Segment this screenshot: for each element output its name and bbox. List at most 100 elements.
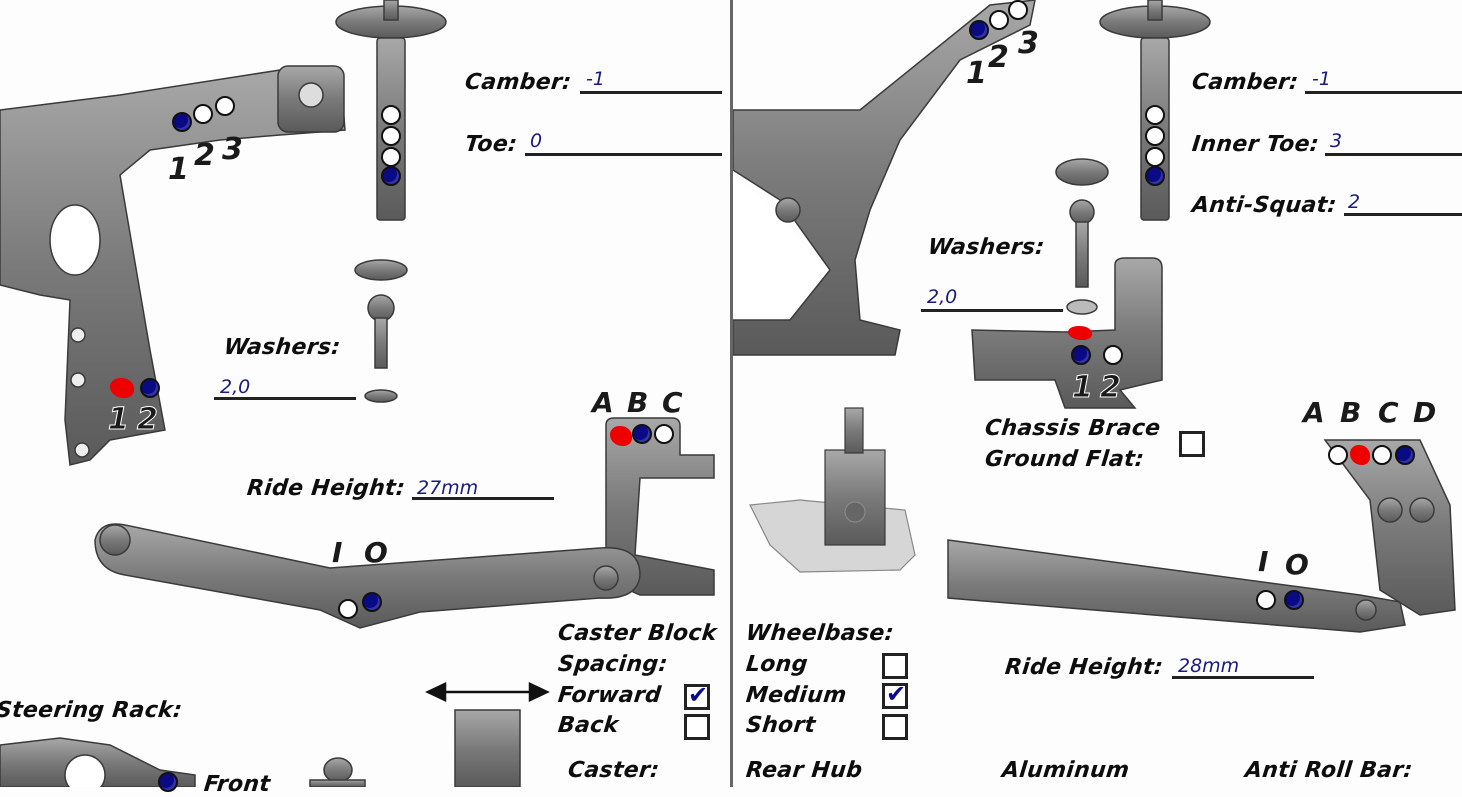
front-caster-hole-a[interactable] [610,426,632,446]
rear-anti-squat-underline [1344,213,1462,216]
front-lower-arm-part [94,523,641,629]
rear-shock-hole-4[interactable] [1145,166,1165,186]
rear-shock-hole-1[interactable] [1145,105,1165,125]
front-hub-label-2: 2 [137,402,159,438]
section-divider [730,0,733,787]
front-upper-arm-label-1: 1 [168,152,189,187]
caster-forward-label: Forward [556,683,663,708]
front-ride-height-underline [412,497,554,500]
rear-camber-value[interactable]: -1 [1312,68,1331,90]
rear-anti-squat-value[interactable]: 2 [1348,191,1361,213]
steering-rack-position-label: Front [202,772,272,797]
caster-back-checkbox[interactable] [684,714,710,740]
rear-washers-label: Washers: [926,235,1046,260]
rear-inner-toe-underline [1325,153,1462,156]
check-icon: ✔ [886,680,907,708]
front-camber-label: Camber: [463,70,573,95]
front-hub-marker [110,378,134,398]
rear-upper-link-label-1: 1 [966,56,987,91]
front-toe-underline [525,153,722,156]
rear-upper-link-hole-3[interactable] [1008,0,1028,20]
front-upper-arm-hole-1[interactable] [172,112,192,132]
rear-inner-toe-value[interactable]: 3 [1330,130,1343,152]
wheelbase-medium-checkbox[interactable]: ✔ [882,680,908,709]
front-shock-hole-1[interactable] [381,105,401,125]
rear-lower-arm-hole-i[interactable] [1256,590,1276,610]
front-washers-label: Washers: [222,335,342,360]
rear-lower-arm-label-o: O [1285,548,1309,581]
front-caster-hole-b[interactable] [632,424,652,444]
anti-roll-bar-label: Anti Roll Bar: [1243,758,1414,783]
rear-mount-hole-d[interactable] [1395,445,1415,465]
front-toe-label: Toe: [463,132,519,157]
wheelbase-long-label: Long [744,652,810,677]
wheelbase-label: Wheelbase: [744,621,896,646]
front-shock-hole-3[interactable] [381,147,401,167]
front-shock-hole-2[interactable] [381,126,401,146]
front-washers-value[interactable]: 2,0 [220,376,251,398]
front-camber-underline [580,91,722,94]
rear-hub-part [971,257,1163,409]
front-lower-arm-hole-i[interactable] [338,599,358,619]
aluminum-label: Aluminum [1000,758,1131,783]
front-caster-label-c: C [662,386,683,419]
rear-camber-underline [1305,91,1462,94]
front-caster-hole-c[interactable] [654,424,674,444]
rear-anti-squat-label: Anti-Squat: [1190,193,1338,218]
front-upper-arm-label-3: 3 [222,132,243,167]
front-ride-height-label: Ride Height: [245,476,407,501]
front-ride-height-value[interactable]: 27mm [417,477,479,499]
rear-shock-hole-3[interactable] [1145,147,1165,167]
front-lower-arm-label-i: I [332,536,343,569]
caster-forward-checkbox[interactable]: ✔ [684,681,710,710]
front-lower-arm-label-o: O [364,536,388,569]
rear-inner-toe-label: Inner Toe: [1190,132,1321,157]
chassis-brace-checkbox[interactable] [1179,431,1205,457]
wheelbase-medium-label: Medium [744,683,848,708]
front-hub-hole-2[interactable] [140,378,160,398]
steering-rack-hole[interactable] [158,772,178,792]
wheelbase-short-checkbox[interactable] [882,714,908,740]
rear-ride-height-underline [1172,676,1314,679]
wheelbase-short-label: Short [744,713,817,738]
rear-hub-hole-1[interactable] [1071,345,1091,365]
front-upper-arm-hole-3[interactable] [215,96,235,116]
rear-upper-link-hole-2[interactable] [989,10,1009,30]
front-camber-value[interactable]: -1 [586,68,605,90]
rear-upper-link-label-3: 3 [1018,26,1039,61]
front-upper-arm-part [0,65,346,466]
front-toe-value[interactable]: 0 [530,130,543,152]
rear-mount-label-c: C [1378,396,1399,429]
front-caster-block-part [605,417,715,596]
rear-mount-label-b: B [1340,396,1362,429]
rear-lower-arm-hole-o[interactable] [1284,590,1304,610]
caster-label: Caster: [566,758,661,783]
chassis-brace-label-2: Ground Flat: [983,447,1146,472]
rear-washers-value[interactable]: 2,0 [927,286,958,308]
rear-upper-link-hole-1[interactable] [969,20,989,40]
steering-rack-label: Steering Rack: [0,698,184,723]
wheelbase-long-checkbox[interactable] [882,653,908,679]
caster-block-spacing-label-1: Caster Block [556,621,719,646]
rear-upper-link-label-2: 2 [988,40,1009,75]
rear-shock-hole-2[interactable] [1145,126,1165,146]
front-upper-arm-hole-2[interactable] [193,104,213,124]
front-shock-hole-4[interactable] [381,166,401,186]
chassis-brace-label-1: Chassis Brace [983,416,1162,441]
rear-ride-height-value[interactable]: 28mm [1178,655,1240,677]
check-icon: ✔ [688,681,709,709]
rear-mount-hole-b[interactable] [1350,445,1370,465]
rear-mount-label-a: A [1303,396,1325,429]
steering-rack-part [0,709,521,787]
front-upper-arm-label-2: 2 [194,138,215,173]
rear-mount-hole-a[interactable] [1328,445,1348,465]
front-hub-label-1: 1 [108,402,130,438]
rear-mount-hole-c[interactable] [1372,445,1392,465]
rear-hub-hole-2[interactable] [1103,345,1123,365]
caster-block-spacing-label-2: Spacing: [556,652,669,677]
rear-hub-label: Rear Hub [744,758,864,783]
rear-washers-underline [921,309,1063,312]
front-lower-arm-hole-o[interactable] [362,592,382,612]
front-caster-label-b: B [627,386,649,419]
rear-hub-label-2: 2 [1100,370,1122,406]
